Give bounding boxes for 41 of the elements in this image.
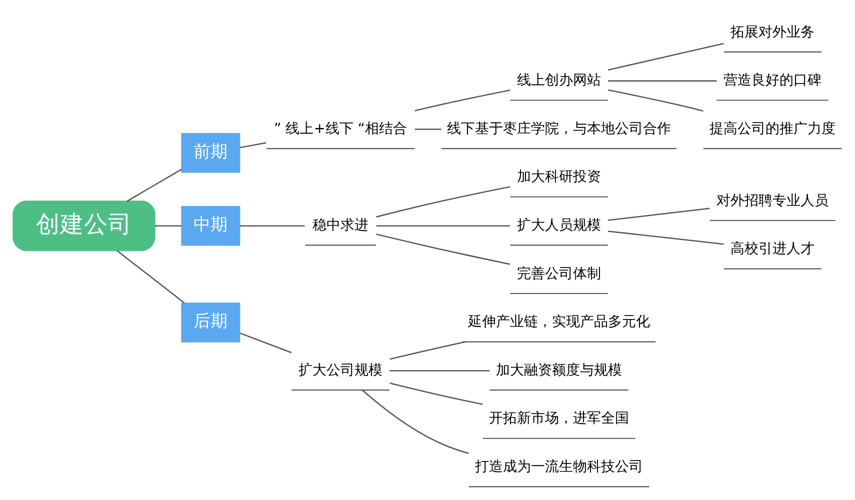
node-text: ” 线上+线下 “相结合 — [274, 120, 408, 137]
connector — [126, 168, 182, 202]
connector — [390, 382, 483, 405]
node-text: 提高公司的推广力度 — [710, 120, 836, 137]
node-box: 创建公司 — [12, 200, 156, 252]
node-text: 线下基于枣庄学院，与本地公司合作 — [447, 120, 672, 137]
node-text: 加大科研投资 — [517, 169, 602, 186]
connector — [414, 128, 442, 130]
connector — [608, 230, 724, 245]
connector — [390, 341, 466, 360]
connector — [414, 90, 510, 112]
connector — [608, 80, 717, 82]
node-text: 扩大公司规模 — [298, 362, 383, 378]
node-text: 线上创办网站 — [517, 72, 602, 89]
node-box: 前期 — [181, 132, 240, 173]
node-text: 对外招聘专业人员 — [716, 192, 829, 209]
node-box: 中期 — [181, 206, 240, 246]
connector — [376, 186, 510, 218]
connector — [154, 225, 182, 226]
connector — [240, 332, 292, 354]
connector — [376, 225, 510, 226]
connector — [608, 208, 710, 221]
node-text: 延伸产业链，实现产品多元化 — [468, 314, 650, 330]
node-text: 高校引进人才 — [730, 241, 815, 258]
node-text: 加大融资额度与规模 — [496, 362, 622, 378]
node-text: 扩大人员规模 — [517, 217, 602, 234]
node-text: 稳中求进 — [312, 217, 369, 234]
connector — [362, 390, 469, 454]
connector — [240, 142, 266, 148]
node-text: 开拓新市场，进军全国 — [489, 410, 630, 427]
connector — [608, 42, 724, 71]
node-text: 打造成为一流生物科技公司 — [475, 459, 644, 476]
node-text: 营造良好的口碑 — [724, 72, 822, 89]
node-text: 完善公司体制 — [517, 266, 602, 282]
connector — [390, 370, 490, 372]
connector — [608, 89, 704, 112]
connector — [376, 234, 510, 265]
node-box: 后期 — [181, 302, 240, 342]
connector — [116, 250, 185, 304]
connector — [240, 225, 305, 226]
node-text: 拓展对外业务 — [730, 24, 815, 40]
